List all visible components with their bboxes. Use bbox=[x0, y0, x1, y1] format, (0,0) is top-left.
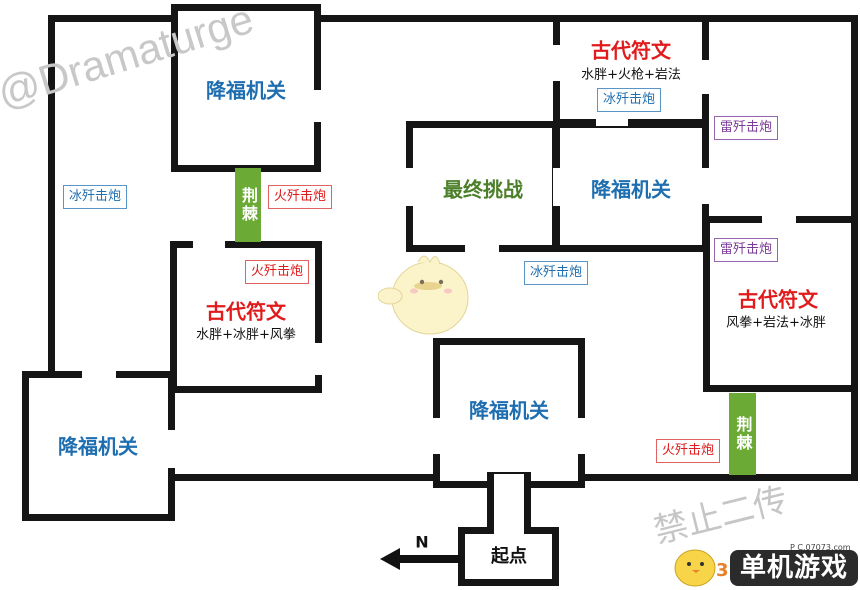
tag-fire-cannon: 火歼击炮 bbox=[267, 185, 333, 209]
door bbox=[168, 430, 175, 468]
tag-ice-cannon: 冰歼击炮 bbox=[62, 185, 128, 209]
door bbox=[465, 245, 499, 252]
door bbox=[314, 90, 321, 122]
door bbox=[596, 119, 628, 126]
site-url-text: P C.07073.com bbox=[790, 543, 851, 552]
room-label-right: 古代符文 bbox=[738, 287, 818, 312]
room-label-final: 最终挑战 bbox=[443, 177, 523, 202]
room-label-bottom-left: 降福机关 bbox=[58, 434, 138, 459]
tag-fire-cannon: 火歼击炮 bbox=[244, 260, 310, 284]
site-logo-chick-icon bbox=[674, 549, 716, 587]
room-combo-top-right: 水胖+火枪+岩法 bbox=[581, 67, 681, 83]
thorn-barrier-right: 荆棘 bbox=[729, 393, 756, 475]
room-label-start: 起点 bbox=[491, 546, 527, 567]
door bbox=[406, 168, 413, 206]
north-arrow-icon bbox=[380, 548, 460, 570]
chick-mascot-icon bbox=[378, 255, 469, 335]
room-label-top-right: 古代符文 bbox=[591, 38, 671, 63]
ban-watermark: 禁止二传 bbox=[649, 479, 792, 552]
door bbox=[578, 418, 585, 454]
room-label-gate-left: 古代符文 bbox=[206, 299, 286, 324]
tag-ice-cannon: 冰歼击炮 bbox=[523, 261, 589, 285]
room-label-center-bottom: 降福机关 bbox=[469, 398, 549, 423]
compass-label: N bbox=[415, 532, 429, 552]
door bbox=[315, 343, 322, 375]
site-logo-prefix: 3 bbox=[716, 560, 729, 581]
room-label-top-left: 降福机关 bbox=[206, 78, 286, 103]
room-top-left bbox=[171, 4, 321, 172]
door bbox=[433, 418, 440, 454]
door bbox=[494, 527, 524, 534]
door bbox=[494, 474, 524, 482]
door bbox=[702, 168, 709, 204]
door bbox=[82, 371, 116, 378]
door bbox=[553, 45, 560, 81]
thorn-barrier-left: 荆棘 bbox=[235, 168, 261, 242]
room-center-bottom bbox=[433, 338, 585, 488]
tag-thunder-cannon: 雷歼击炮 bbox=[713, 238, 779, 262]
room-combo-right: 风拳+岩法+冰胖 bbox=[726, 315, 826, 331]
tag-thunder-cannon: 雷歼击炮 bbox=[713, 116, 779, 140]
tag-fire-cannon: 火歼击炮 bbox=[655, 439, 721, 463]
tag-ice-cannon: 冰歼击炮 bbox=[596, 88, 662, 112]
door bbox=[762, 216, 796, 223]
door bbox=[553, 168, 560, 206]
room-combo-gate-left: 水胖+冰胖+风拳 bbox=[196, 327, 296, 343]
door bbox=[193, 241, 225, 248]
site-logo-text: 单机游戏 bbox=[730, 550, 858, 586]
room-label-mid-right: 降福机关 bbox=[591, 177, 671, 202]
door bbox=[702, 60, 709, 94]
